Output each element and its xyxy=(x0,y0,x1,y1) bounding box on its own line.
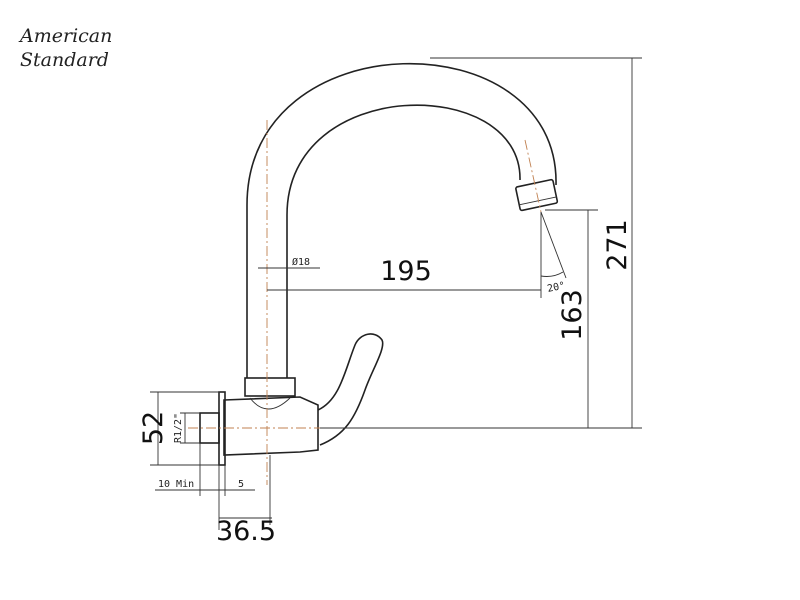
spout-inner xyxy=(286,104,521,378)
dim-total-height: 271 xyxy=(602,219,633,271)
dim-thread: R1/2" xyxy=(173,413,184,443)
brand-logo: American Standard xyxy=(18,25,112,71)
dim-flange-thickness: 5 xyxy=(238,479,244,490)
logo-line1: American xyxy=(18,25,112,47)
logo-line2: Standard xyxy=(20,49,109,71)
spout-collar xyxy=(244,377,296,397)
faucet-outline xyxy=(188,62,559,485)
spout-outer xyxy=(246,62,557,378)
dim-offset: 36.5 xyxy=(216,516,276,547)
valve-body xyxy=(223,396,319,456)
lever-handle xyxy=(317,333,384,446)
dim-spout-angle: 20° xyxy=(546,280,566,295)
aerator-nozzle xyxy=(515,178,559,212)
dim-spout-height: 163 xyxy=(557,289,588,341)
dim-reach: 195 xyxy=(380,256,432,287)
body-curve xyxy=(249,397,291,410)
dimensions: 271 163 195 Ø18 20° 52 R1/2" 10 Min 5 36… xyxy=(138,57,642,547)
dim-wall-min: 10 Min xyxy=(158,479,194,490)
dim-tube-diameter: Ø18 xyxy=(292,256,310,268)
dim-flange-height: 52 xyxy=(138,411,169,445)
